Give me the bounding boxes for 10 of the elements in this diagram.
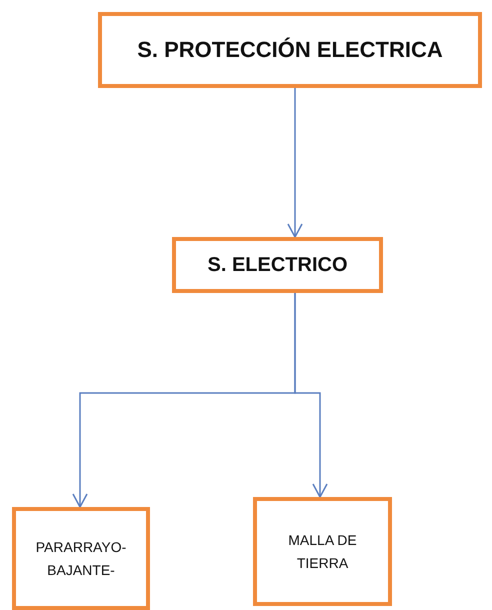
box-label: MALLA DE TIERRA (287, 531, 358, 572)
box-label: S. PROTECCIÓN ELECTRICA (137, 36, 443, 64)
process-box (98, 12, 482, 88)
process-box (253, 497, 392, 606)
box-label: S. ELECTRICO (207, 253, 348, 278)
connector-arrow (294, 293, 328, 498)
process-box (12, 507, 150, 610)
process-box (172, 237, 383, 293)
box-label: PARARRAYO- BAJANTE- (34, 538, 128, 580)
connector-arrow (287, 88, 303, 238)
